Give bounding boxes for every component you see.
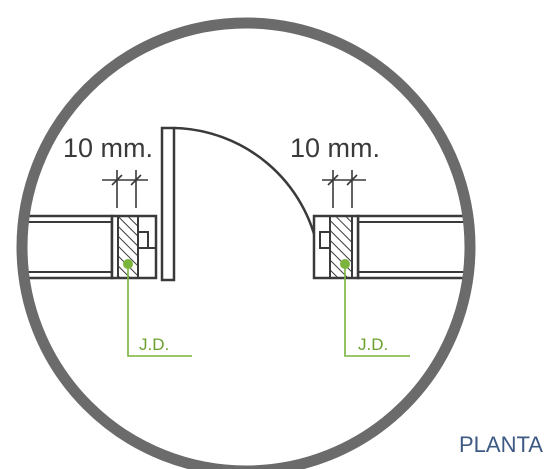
view-title: PLANTA [459, 432, 543, 457]
right-dimension-mark [322, 170, 366, 208]
right-joint-marker [340, 259, 410, 357]
detail-circle [16, 17, 476, 469]
detail-content [22, 214, 470, 280]
left-dimension-mark [102, 170, 148, 208]
left-joint-label: J.D. [139, 335, 169, 354]
door-leaf [160, 126, 176, 282]
left-door-frame [110, 214, 158, 280]
left-joint-marker [123, 259, 192, 357]
left-dimension-label: 10 mm. [63, 133, 153, 163]
right-door-frame [312, 214, 360, 280]
right-dimension-label: 10 mm. [290, 133, 380, 163]
right-wall [356, 214, 470, 280]
right-joint-label: J.D. [358, 335, 388, 354]
door-swing-arc [173, 126, 320, 251]
